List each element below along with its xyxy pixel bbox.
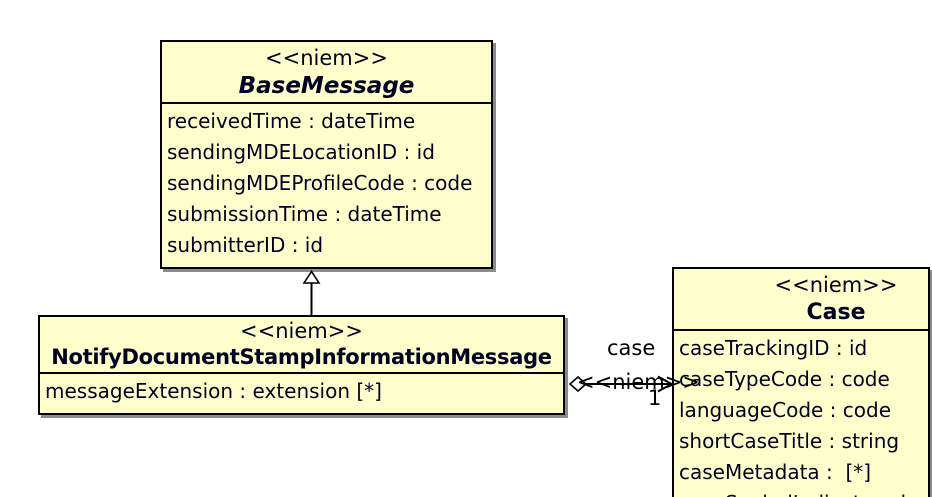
class-box-notifydocumentstampinformationmessage[interactable]: <<niem>> NotifyDocumentStampInformationM… [38,315,565,415]
generalization-triangle-icon [302,270,321,284]
attribute-row: caseTypeCode : code [679,367,890,391]
attribute-row: receivedTime : dateTime [167,109,416,133]
stereotype-label: <<niem>> [774,273,898,297]
class-header-basemessage: <<niem>> BaseMessage [162,42,491,104]
attribute-row: caseSealedIndicator : boolean [679,488,932,497]
class-name-basemessage: BaseMessage [238,73,415,99]
association-role-label: case [607,336,656,360]
class-header-case: <<niem>> Case [674,269,928,331]
attribute-row: submissionTime : dateTime [167,202,442,226]
class-name-notifymessage: NotifyDocumentStampInformationMessage [51,345,552,369]
attribute-compartment: caseTrackingID : id caseTypeCode : code … [674,331,932,497]
stereotype-label: <<niem>> [265,46,388,70]
association-multiplicity-label: 1 [648,386,662,410]
attribute-compartment: messageExtension : extension [*] [40,374,563,407]
attribute-row: caseMetadata : [*] [679,460,872,484]
stereotype-label: <<niem>> [240,319,363,343]
class-box-basemessage[interactable]: <<niem>> BaseMessage receivedTime : date… [160,40,493,269]
attribute-row: shortCaseTitle : string [679,429,900,453]
generalization-connector [302,270,321,316]
attribute-compartment: receivedTime : dateTime sendingMDELocati… [162,104,491,261]
attribute-row: sendingMDELocationID : id [167,140,435,164]
class-header-notifymessage: <<niem>> NotifyDocumentStampInformationM… [40,317,563,374]
attribute-row: languageCode : code [679,398,892,422]
attribute-row: messageExtension : extension [*] [45,379,382,403]
attribute-row: caseTrackingID : id [679,336,868,360]
attribute-row: sendingMDEProfileCode : code [167,171,473,195]
class-box-case[interactable]: <<niem>> Case caseTrackingID : id caseTy… [672,267,932,497]
association-stereotype-label: <<niem>> [577,370,700,394]
attribute-row: submitterID : id [167,233,324,257]
class-name-case: Case [806,300,866,325]
